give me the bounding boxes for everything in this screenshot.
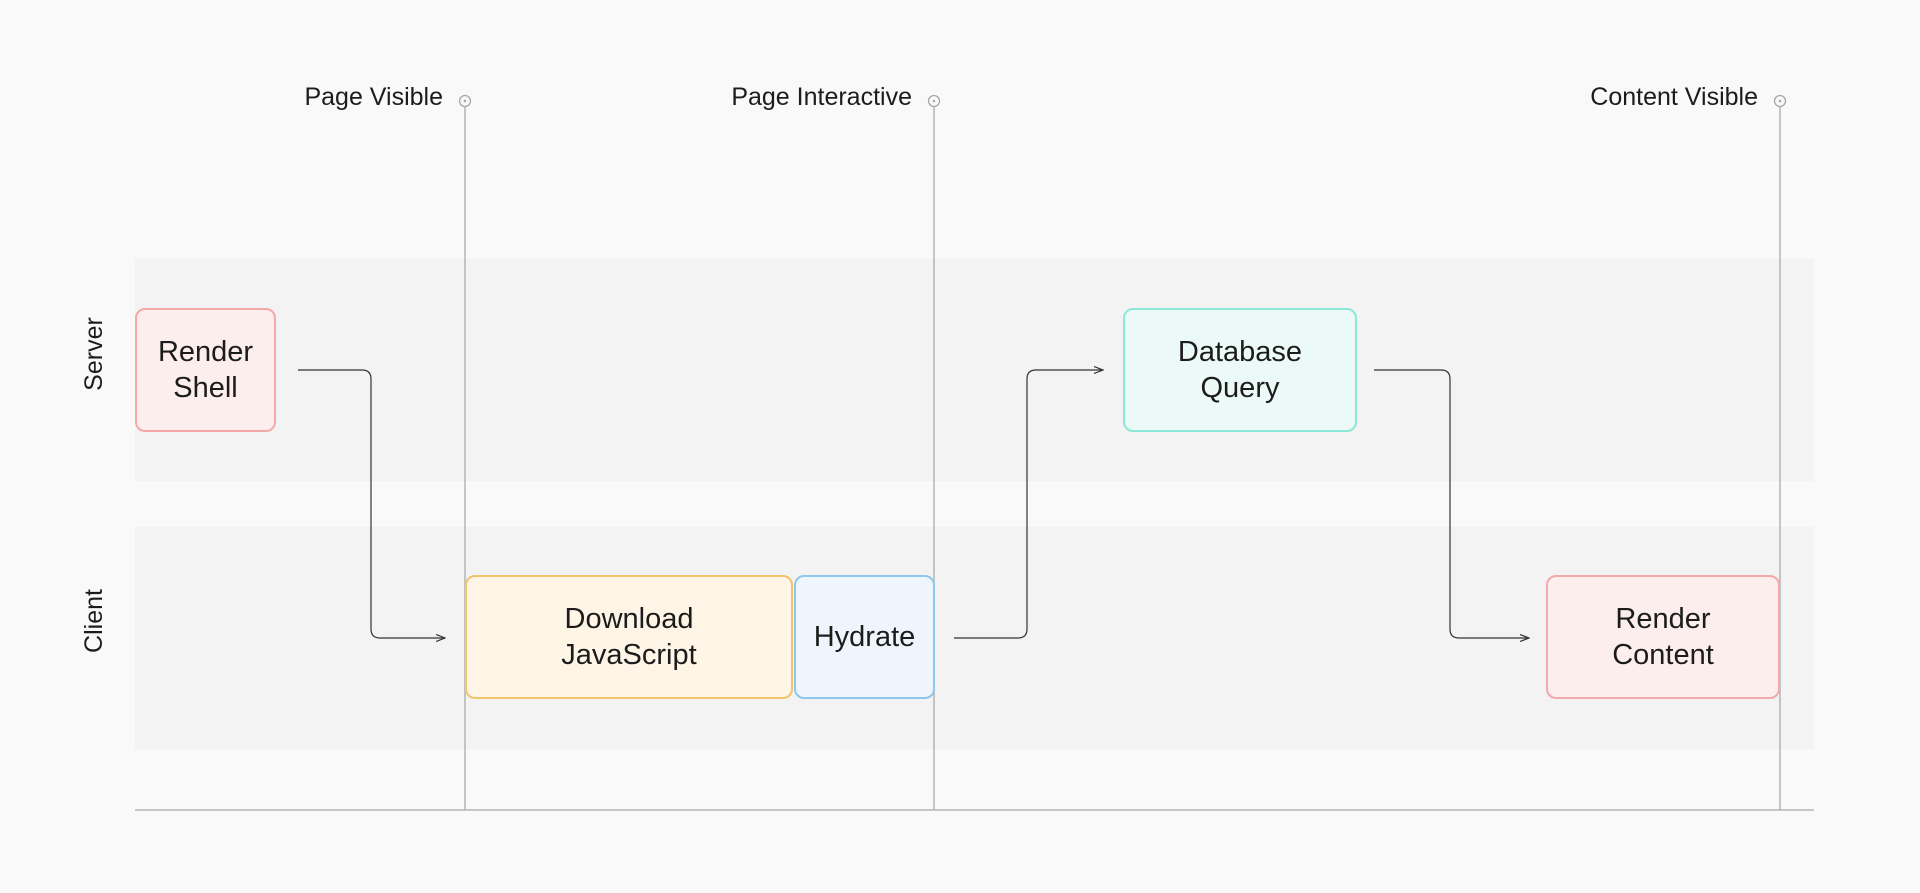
render-content-box: Render Content [1546, 575, 1780, 699]
arrow-render-shell-to-download [298, 369, 445, 638]
content-visible-marker-icon [1773, 94, 1787, 108]
hydrate-box: Hydrate [794, 575, 935, 699]
database-query-box: Database Query [1123, 308, 1357, 432]
render-shell-box: Render Shell [135, 308, 276, 432]
page-visible-label: Page Visible [304, 83, 443, 111]
page-interactive-marker-icon [927, 94, 941, 108]
page-visible-marker-icon [458, 94, 472, 108]
page-interactive-label: Page Interactive [731, 83, 912, 111]
content-visible-label: Content Visible [1590, 83, 1758, 111]
arrow-database-to-render-content [1374, 369, 1529, 638]
arrow-hydrate-to-database [954, 370, 1103, 639]
download-javascript-box: Download JavaScript [465, 575, 793, 699]
server-lane [135, 259, 1814, 481]
